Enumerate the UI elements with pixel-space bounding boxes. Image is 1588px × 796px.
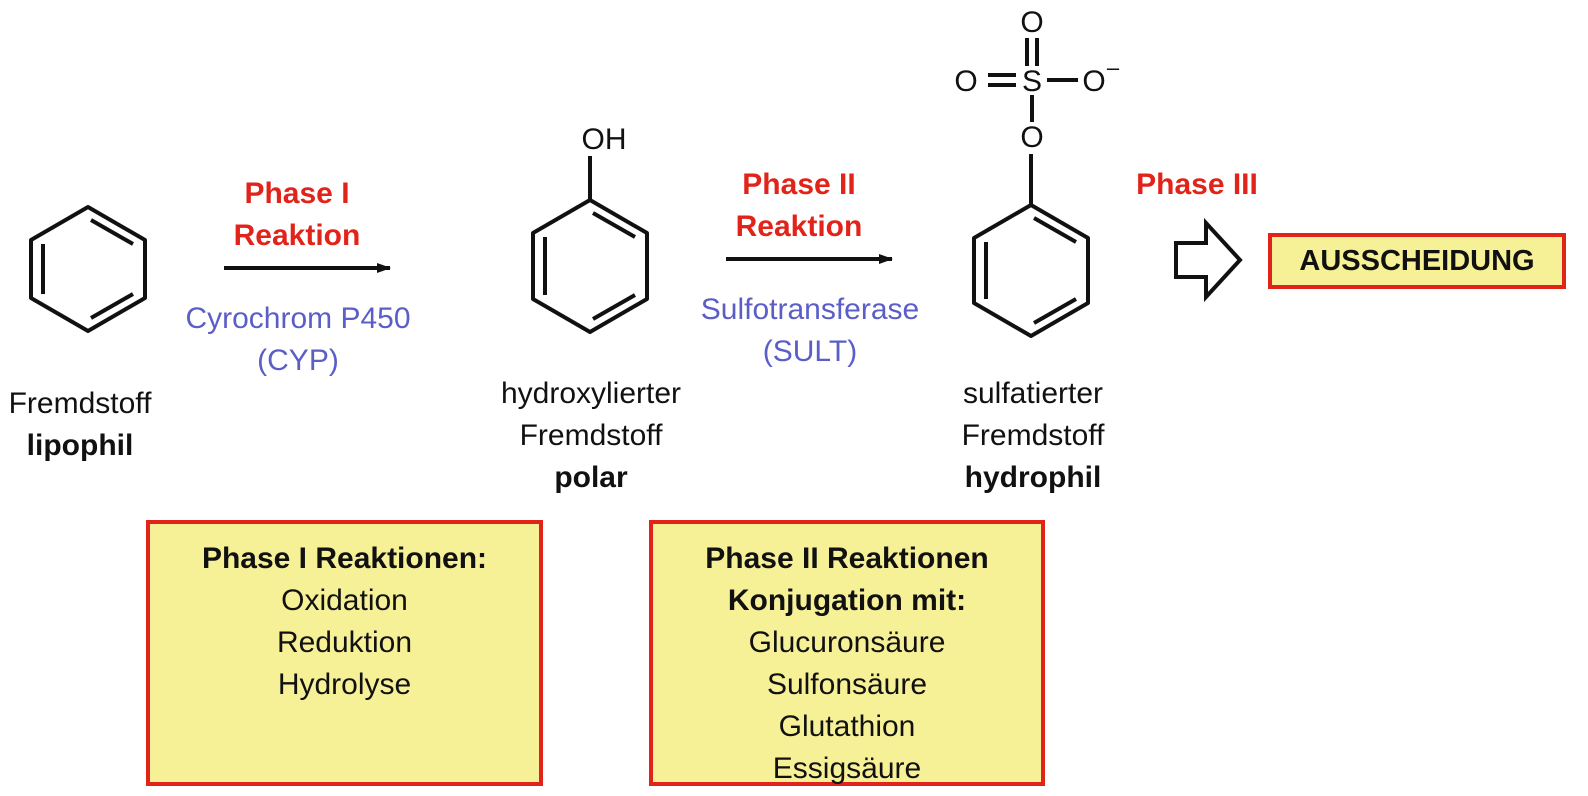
sulfate-charge: –: [1107, 55, 1120, 80]
sulfate-label-line3: hydrophil: [964, 461, 1102, 494]
phase1-enzyme-line1: Cyrochrom P450: [185, 302, 411, 335]
phase2-box-item: Glucuronsäure: [748, 626, 946, 659]
phase2-enzyme-line1: Sulfotransferase: [700, 293, 920, 326]
phenol-oh-label: OH: [582, 123, 627, 156]
sulfate-label: sulfatierter Fremdstoff hydrophil: [930, 373, 1136, 499]
phase2-box-item: Glutathion: [778, 710, 916, 743]
phase2-box-item: Essigsäure: [772, 752, 922, 785]
phenol-label-line1: hydroxylierter: [500, 377, 682, 410]
sulfate-group-bonds: [988, 38, 1078, 122]
phase2-enzyme-line2: (SULT): [762, 335, 858, 368]
benzene-ring: [29, 205, 147, 333]
phenol-label-line3: polar: [554, 461, 628, 494]
sulfate-o-link: O: [1020, 121, 1043, 154]
sulfate-label-line1: sulfatierter: [962, 377, 1104, 410]
phase1-enzyme: Cyrochrom P450 (CYP): [160, 298, 436, 382]
phenol-label-line2: Fremdstoff: [519, 419, 663, 452]
phase1-box-item: Reduktion: [276, 626, 413, 659]
phase2-box-title1: Phase II Reaktionen: [705, 542, 989, 575]
phase1-box-item: Hydrolyse: [277, 668, 412, 701]
benzene-label-line1: Fremdstoff: [8, 387, 152, 420]
phase2-title-line2: Reaktion: [735, 210, 863, 243]
phase1-enzyme-line2: (CYP): [257, 344, 339, 377]
phase1-title: Phase I Reaktion: [207, 173, 387, 257]
sulfate-ring: [972, 154, 1090, 338]
phase2-reactions-box: Phase II Reaktionen Konjugation mit: Glu…: [649, 520, 1045, 786]
phase2-title: Phase II Reaktion: [707, 164, 891, 248]
phase2-box-item: Sulfonsäure: [766, 668, 928, 701]
phase2-enzyme: Sulfotransferase (SULT): [680, 289, 940, 373]
benzene-label-line2: lipophil: [26, 429, 134, 462]
phase2-box-title2: Konjugation mit:: [727, 584, 967, 617]
phase3-block-arrow: [1174, 217, 1243, 303]
phase1-title-line2: Reaktion: [233, 219, 361, 252]
phase1-box-title: Phase I Reaktionen:: [201, 542, 488, 575]
sulfate-label-line2: Fremdstoff: [961, 419, 1105, 452]
phenol-ring: [531, 156, 649, 334]
benzene-label: Fremdstoff lipophil: [0, 383, 160, 467]
excretion-box: AUSSCHEIDUNG: [1268, 233, 1566, 289]
sulfate-o-left: O: [954, 65, 977, 98]
phase3-title: Phase III: [1136, 168, 1258, 201]
phase2-title-line1: Phase II: [742, 168, 856, 201]
sulfate-o-top: O: [1020, 6, 1043, 39]
sulfate-s: S: [1022, 65, 1042, 98]
phase1-box-item: Oxidation: [281, 584, 408, 617]
phenol-label: hydroxylierter Fremdstoff polar: [480, 373, 702, 499]
excretion-label: AUSSCHEIDUNG: [1299, 244, 1535, 277]
phase1-title-line1: Phase I: [244, 177, 350, 210]
sulfate-o-right: O: [1082, 65, 1105, 98]
phase1-reactions-box: Phase I Reaktionen: Oxidation Reduktion …: [146, 520, 543, 786]
